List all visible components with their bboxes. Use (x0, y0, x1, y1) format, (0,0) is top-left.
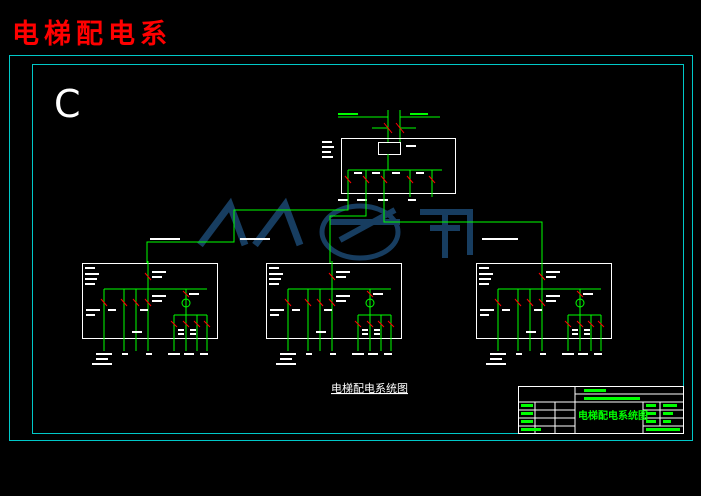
diagram-caption: 电梯配电系统图 (331, 382, 408, 395)
subpanel-1 (82, 260, 218, 366)
subpanel-3 (476, 260, 612, 366)
outer-frame (9, 55, 693, 441)
title-block (518, 386, 684, 434)
feeder-lines (146, 197, 543, 264)
title-block-drawing-name: 电梯配电系统图 (578, 409, 648, 422)
subpanel-2 (266, 260, 402, 366)
page-title: 电梯配电系 (12, 19, 172, 50)
watermark-logo (197, 197, 473, 261)
inner-frame (32, 64, 684, 434)
sheet-letter: C (54, 82, 81, 126)
main-distribution-panel (322, 110, 456, 201)
